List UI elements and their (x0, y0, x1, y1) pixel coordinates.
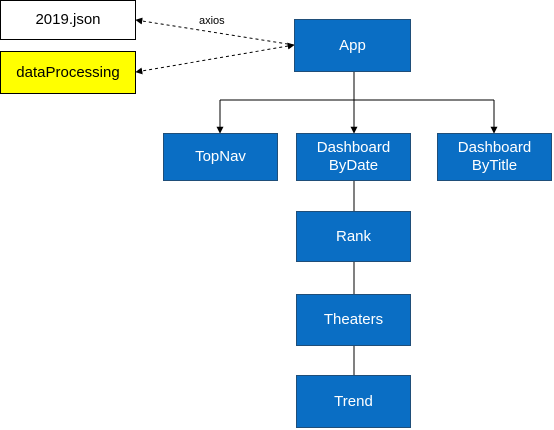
trend-node: Trend (296, 375, 411, 428)
json-file-node: 2019.json (0, 0, 136, 40)
dashboard-bydate-node: Dashboard ByDate (296, 133, 411, 181)
rank-label: Rank (335, 227, 372, 245)
theaters-node: Theaters (296, 294, 411, 346)
rank-node: Rank (296, 211, 411, 262)
trend-label: Trend (334, 392, 373, 410)
edge-app-to-json (135, 17, 295, 46)
dashboard-bydate-label: Dashboard ByDate (316, 139, 391, 174)
app-label: App (339, 36, 366, 54)
data-processing-label: dataProcessing (16, 63, 120, 81)
data-processing-node: dataProcessing (0, 51, 136, 94)
edge-app-to-dataprocessing (135, 42, 295, 75)
app-node: App (294, 19, 411, 72)
topnav-node: TopNav (163, 133, 278, 181)
dashboard-bytitle-node: Dashboard ByTitle (437, 133, 552, 181)
theaters-label: Theaters (323, 311, 384, 328)
axios-label: axios (199, 15, 225, 27)
dashboard-bytitle-label: Dashboard ByTitle (457, 139, 532, 174)
topnav-label: TopNav (195, 148, 246, 165)
json-file-label: 2019.json (35, 11, 101, 28)
